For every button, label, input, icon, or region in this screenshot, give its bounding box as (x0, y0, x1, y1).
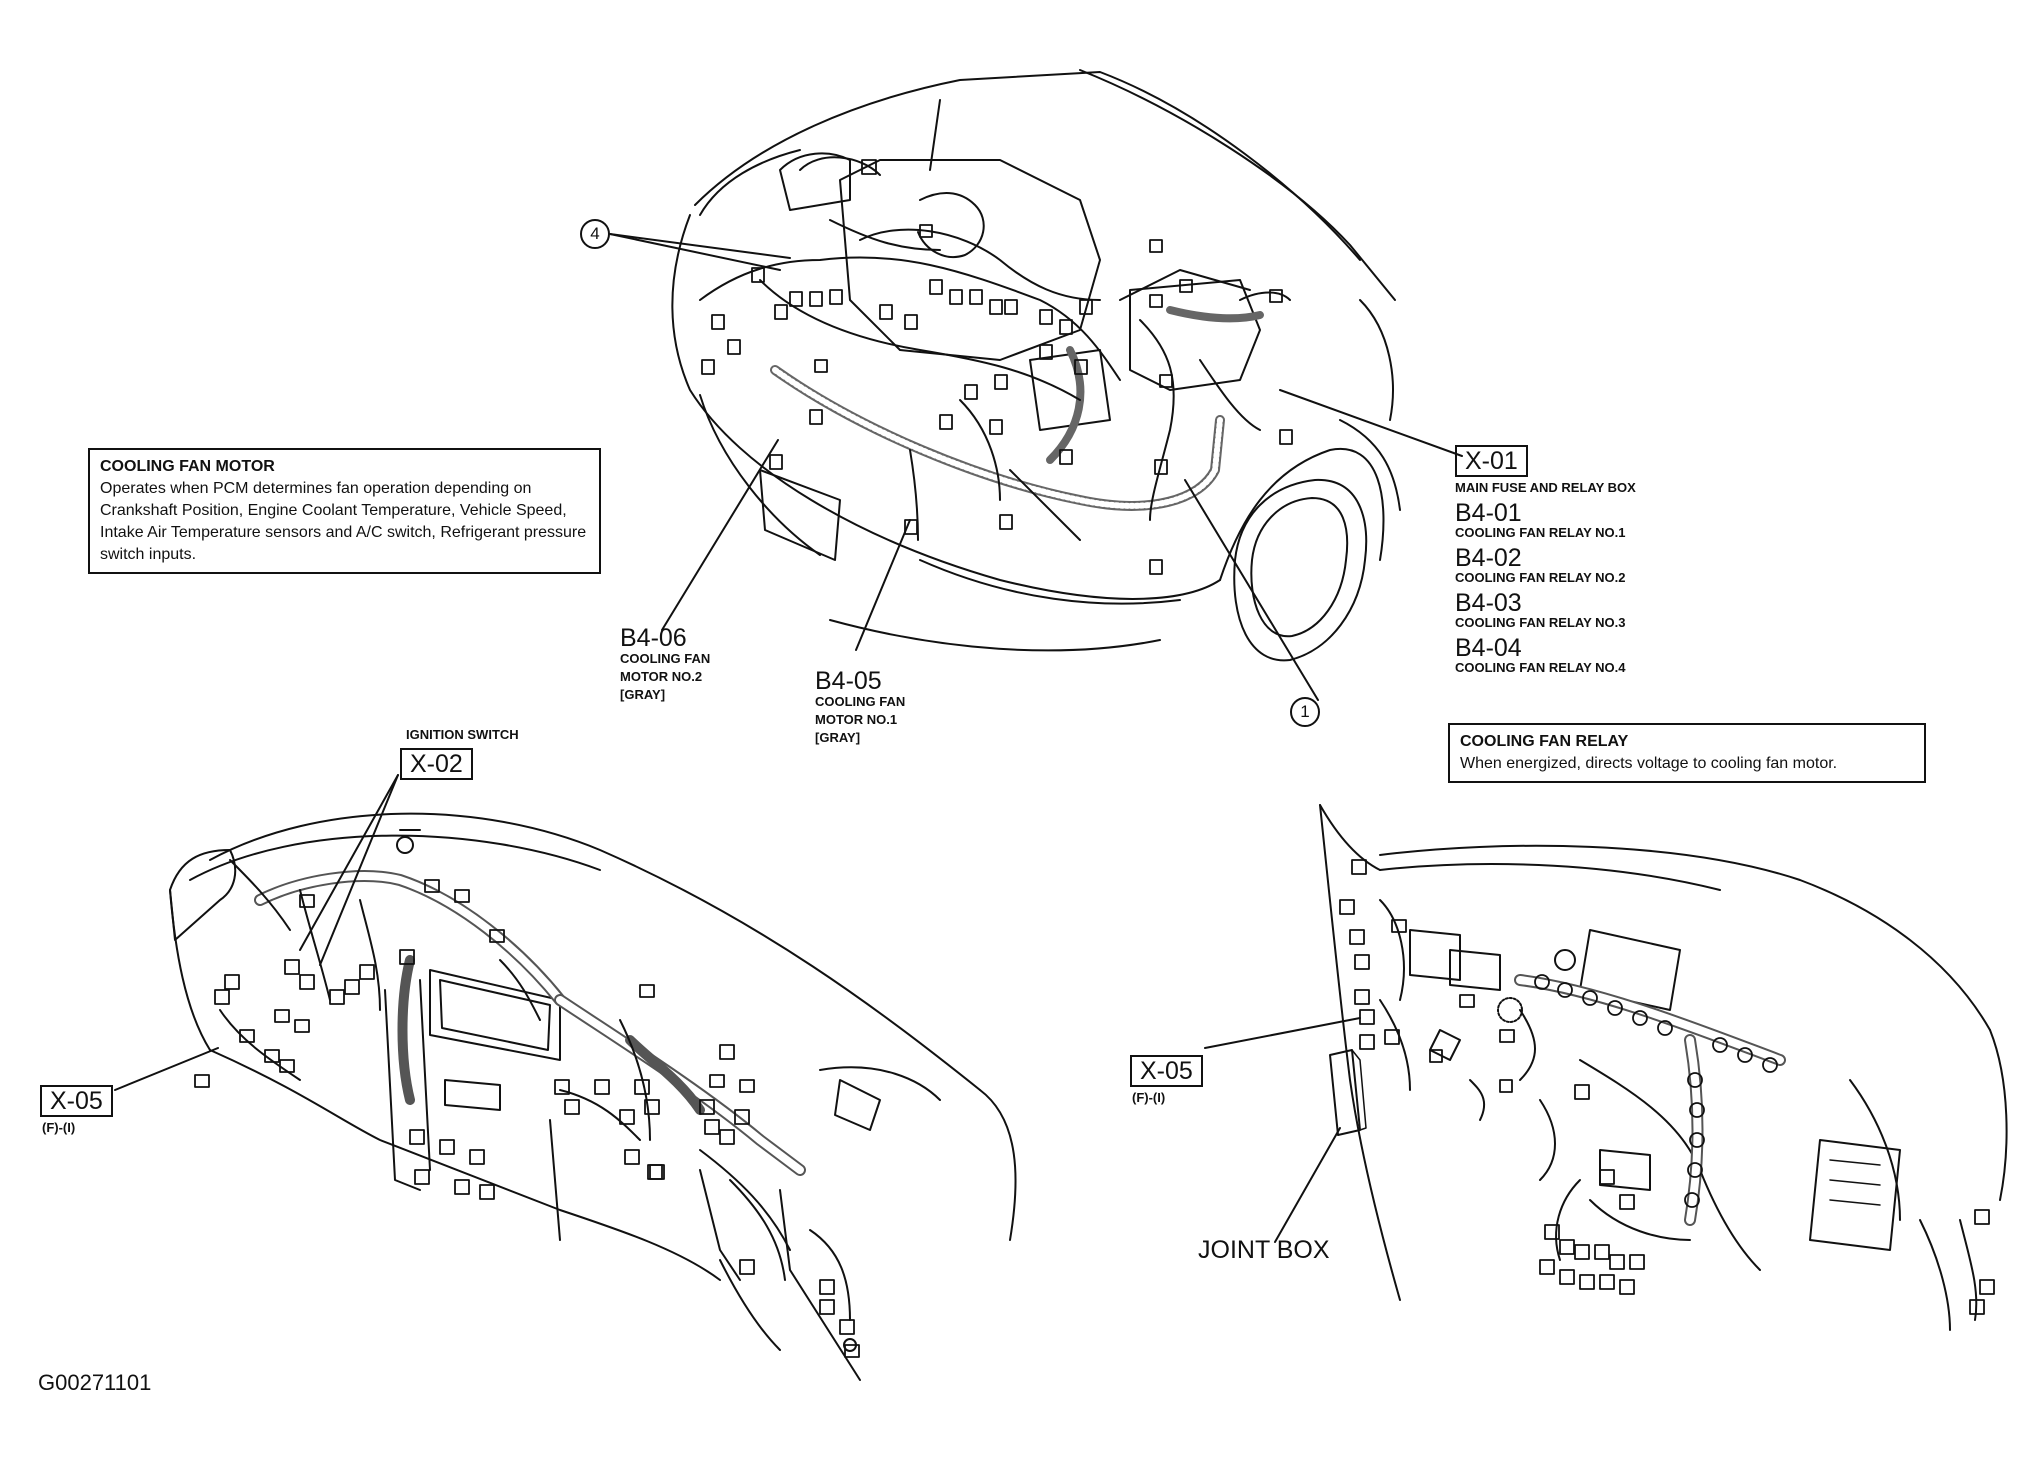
b403-desc: COOLING FAN RELAY NO.3 (1455, 615, 1626, 630)
b403-code: B4-03 (1455, 589, 1522, 617)
figure-id: G00271101 (38, 1370, 152, 1395)
x05-left-sub: (F)-(I) (42, 1120, 76, 1135)
left-dashboard-illustration (114, 774, 1017, 1381)
b406-line3: [GRAY] (620, 687, 666, 702)
b406-line2: MOTOR NO.2 (620, 669, 703, 684)
x05-left-code: X-05 (40, 1085, 113, 1117)
b406-line1: COOLING FAN (620, 651, 711, 666)
cooling-fan-motor-title: COOLING FAN MOTOR (100, 458, 275, 475)
b405-line2: MOTOR NO.1 (815, 712, 898, 727)
ignition-switch-label: IGNITION SWITCH (406, 727, 519, 742)
x01-code: X-01 (1455, 445, 1528, 477)
b402-code: B4-02 (1455, 544, 1522, 572)
cooling-fan-motor-note: COOLING FAN MOTOR Operates when PCM dete… (88, 448, 601, 574)
x01-desc: MAIN FUSE AND RELAY BOX (1455, 480, 1636, 495)
b404-desc: COOLING FAN RELAY NO.4 (1455, 660, 1626, 675)
engine-bay-illustration (609, 69, 1463, 701)
right-dashboard-illustration (1204, 804, 2008, 1331)
cooling-fan-motor-body: Operates when PCM determines fan operati… (100, 480, 587, 563)
x05-right-sub: (F)-(I) (1132, 1090, 1166, 1105)
b404-code: B4-04 (1455, 634, 1522, 662)
joint-box-label: JOINT BOX (1198, 1236, 1330, 1264)
b401-code: B4-01 (1455, 499, 1522, 527)
cooling-fan-relay-title: COOLING FAN RELAY (1460, 733, 1629, 750)
b406-code: B4-06 (620, 624, 687, 652)
b405-code: B4-05 (815, 667, 882, 695)
x02-code: X-02 (400, 748, 473, 780)
callout-1: 1 (1290, 697, 1320, 727)
b405-line3: [GRAY] (815, 730, 861, 745)
cooling-fan-relay-body: When energized, directs voltage to cooli… (1460, 755, 1838, 772)
b402-desc: COOLING FAN RELAY NO.2 (1455, 570, 1626, 585)
x05-right-code: X-05 (1130, 1055, 1203, 1087)
b401-desc: COOLING FAN RELAY NO.1 (1455, 525, 1626, 540)
callout-4: 4 (580, 219, 610, 249)
b405-line1: COOLING FAN (815, 694, 906, 709)
cooling-fan-relay-note: COOLING FAN RELAY When energized, direct… (1448, 723, 1926, 783)
